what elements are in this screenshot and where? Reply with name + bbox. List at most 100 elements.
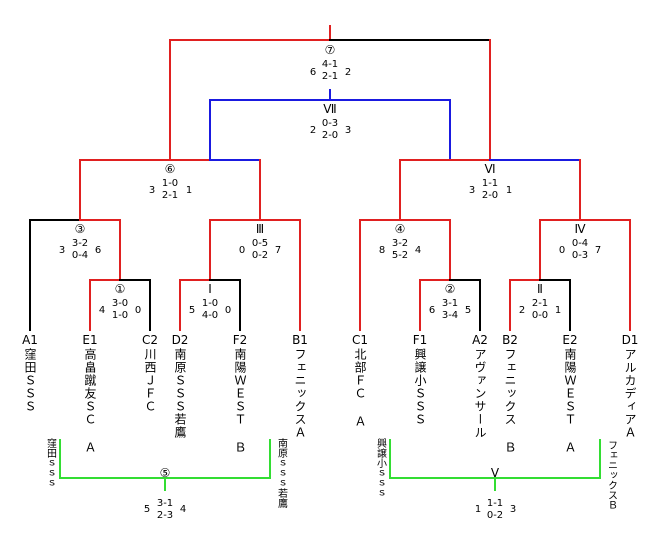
team-c1: C1 北部ＦＣ Ａ [352, 333, 368, 428]
half-score-2: 5-2 [392, 250, 408, 261]
team-b2: B2 フェニックス Ｂ [502, 333, 518, 454]
team-code: A1 [22, 333, 38, 347]
match-label: Ⅰ [208, 282, 212, 296]
right-total: 1 [506, 185, 512, 196]
right-total: 1 [186, 185, 192, 196]
left-total: 5 [144, 504, 150, 515]
match-label: Ⅲ [256, 222, 264, 236]
half-score-1: 0-5 [252, 238, 268, 249]
team-name: 南陽ＷＥＳＴ Ａ [563, 347, 577, 454]
half-score-2: 2-1 [322, 71, 338, 82]
placement-V-right-team: フェニックスＢ [606, 440, 617, 510]
placement-V-left-team: 興譲小ｓｓｓ [375, 438, 387, 498]
match-6: ⑥ 3 1-0 2-1 1 [149, 162, 192, 201]
match-5: ⑤ 5 3-1 2-3 4 [144, 466, 186, 521]
team-name: アヴァンサール [473, 348, 487, 439]
half-score-1: 1-1 [482, 178, 498, 189]
half-score-2: 0-3 [572, 250, 588, 261]
placement-5-left-team: 窪田ｓｓｓ [45, 437, 57, 488]
team-name: 高畠蹴友ＳＣ Ａ [83, 347, 97, 454]
half-score-1: 1-1 [487, 498, 503, 509]
right-total: 6 [95, 245, 101, 256]
match-label: ⑤ [160, 466, 171, 480]
left-total: 3 [469, 185, 475, 196]
match-7: ⑦ 6 4-1 2-1 2 [310, 43, 351, 82]
match-II: Ⅱ 2 2-1 0-0 1 [519, 282, 561, 321]
right-total: 4 [415, 245, 421, 256]
match-label: ⑦ [325, 43, 336, 57]
half-score-2: 1-0 [112, 310, 128, 321]
left-total: 8 [379, 245, 385, 256]
half-score-2: 0-4 [72, 250, 88, 261]
match-III: Ⅲ 0 0-5 0-2 7 [239, 222, 281, 261]
match-label: ② [445, 282, 456, 296]
left-total: 3 [59, 245, 65, 256]
half-score-1: 2-1 [532, 298, 548, 309]
team-name: 興譲小ＳＳＳ [413, 348, 427, 426]
team-e1: E1 高畠蹴友ＳＣ Ａ [82, 333, 97, 454]
match-label: ① [115, 282, 126, 296]
match-label: Ⅳ [574, 222, 585, 236]
half-score-2: 0-0 [532, 310, 548, 321]
team-name: フェニックス Ｂ [503, 348, 517, 454]
team-a2: A2 アヴァンサール [472, 333, 488, 439]
team-f1: F1 興譲小ＳＳＳ [413, 333, 428, 426]
half-score-1: 3-2 [392, 238, 408, 249]
right-total: 3 [345, 125, 351, 136]
half-score-1: 0-3 [322, 118, 338, 129]
half-score-1: 1-0 [202, 298, 218, 309]
team-a1: A1 窪田ＳＳＳ [22, 333, 38, 413]
team-name: 北部ＦＣ Ａ [353, 348, 367, 428]
right-total: 0 [135, 305, 141, 316]
placement-labels: 窪田ｓｓｓ 南原ｓｓｓ若鷹 興譲小ｓｓｓ フェニックスＢ [45, 437, 617, 510]
match-VI: Ⅵ 3 1-1 2-0 1 [469, 162, 512, 201]
half-score-1: 3-1 [442, 298, 458, 309]
placement-5-right-team: 南原ｓｓｓ若鷹 [276, 437, 288, 509]
match-label: ⑥ [165, 162, 176, 176]
team-code: D2 [172, 333, 189, 347]
match-label: Ⅵ [484, 162, 495, 176]
left-total: 2 [310, 125, 316, 136]
team-d2: D2 南原ＳＳＳ若鷹 [172, 333, 189, 439]
right-total: 7 [595, 245, 601, 256]
match-label: ③ [75, 222, 86, 236]
team-name: 南陽ＷＥＳＴ Ｂ [233, 347, 247, 454]
match-label: Ⅱ [537, 282, 543, 296]
match-3: ③ 3 3-2 0-4 6 [59, 222, 101, 261]
left-total: 1 [475, 504, 481, 515]
team-entries: A1 窪田ＳＳＳ E1 高畠蹴友ＳＣ Ａ C2 川西ＪＦＣ D2 南原ＳＳＳ若鷹… [22, 333, 638, 454]
right-total: 2 [345, 67, 351, 78]
right-total: 7 [275, 245, 281, 256]
half-score-2: 0-2 [487, 510, 503, 521]
half-score-2: 0-2 [252, 250, 268, 261]
right-total: 5 [465, 305, 471, 316]
half-score-1: 3-0 [112, 298, 128, 309]
match-2: ② 6 3-1 3-4 5 [429, 282, 471, 321]
team-code: D1 [622, 333, 639, 347]
match-label: Ⅴ [491, 466, 500, 480]
team-code: B2 [502, 333, 518, 347]
team-code: C2 [142, 333, 158, 347]
team-name: 窪田ＳＳＳ [23, 347, 37, 413]
left-total: 0 [559, 245, 565, 256]
team-e2: E2 南陽ＷＥＳＴ Ａ [562, 333, 577, 454]
match-I: Ⅰ 5 1-0 4-0 0 [189, 282, 231, 321]
match-V: Ⅴ 1 1-1 0-2 3 [475, 466, 516, 521]
half-score-2: 2-0 [482, 190, 498, 201]
match-1: ① 4 3-0 1-0 0 [99, 282, 141, 321]
half-score-2: 4-0 [202, 310, 218, 321]
right-total: 0 [225, 305, 231, 316]
half-score-2: 2-0 [322, 130, 338, 141]
left-total: 0 [239, 245, 245, 256]
match-4: ④ 8 3-2 5-2 4 [379, 222, 421, 261]
team-name: 川西ＪＦＣ [143, 348, 157, 413]
team-code: F2 [233, 333, 248, 347]
half-score-1: 1-0 [162, 178, 178, 189]
half-score-2: 2-1 [162, 190, 178, 201]
right-total: 4 [180, 504, 186, 515]
team-d1: D1 アルカディアＡ [622, 333, 639, 439]
match-label: Ⅶ [323, 102, 336, 116]
match-IV: Ⅳ 0 0-4 0-3 7 [559, 222, 601, 261]
right-total: 3 [510, 504, 516, 515]
